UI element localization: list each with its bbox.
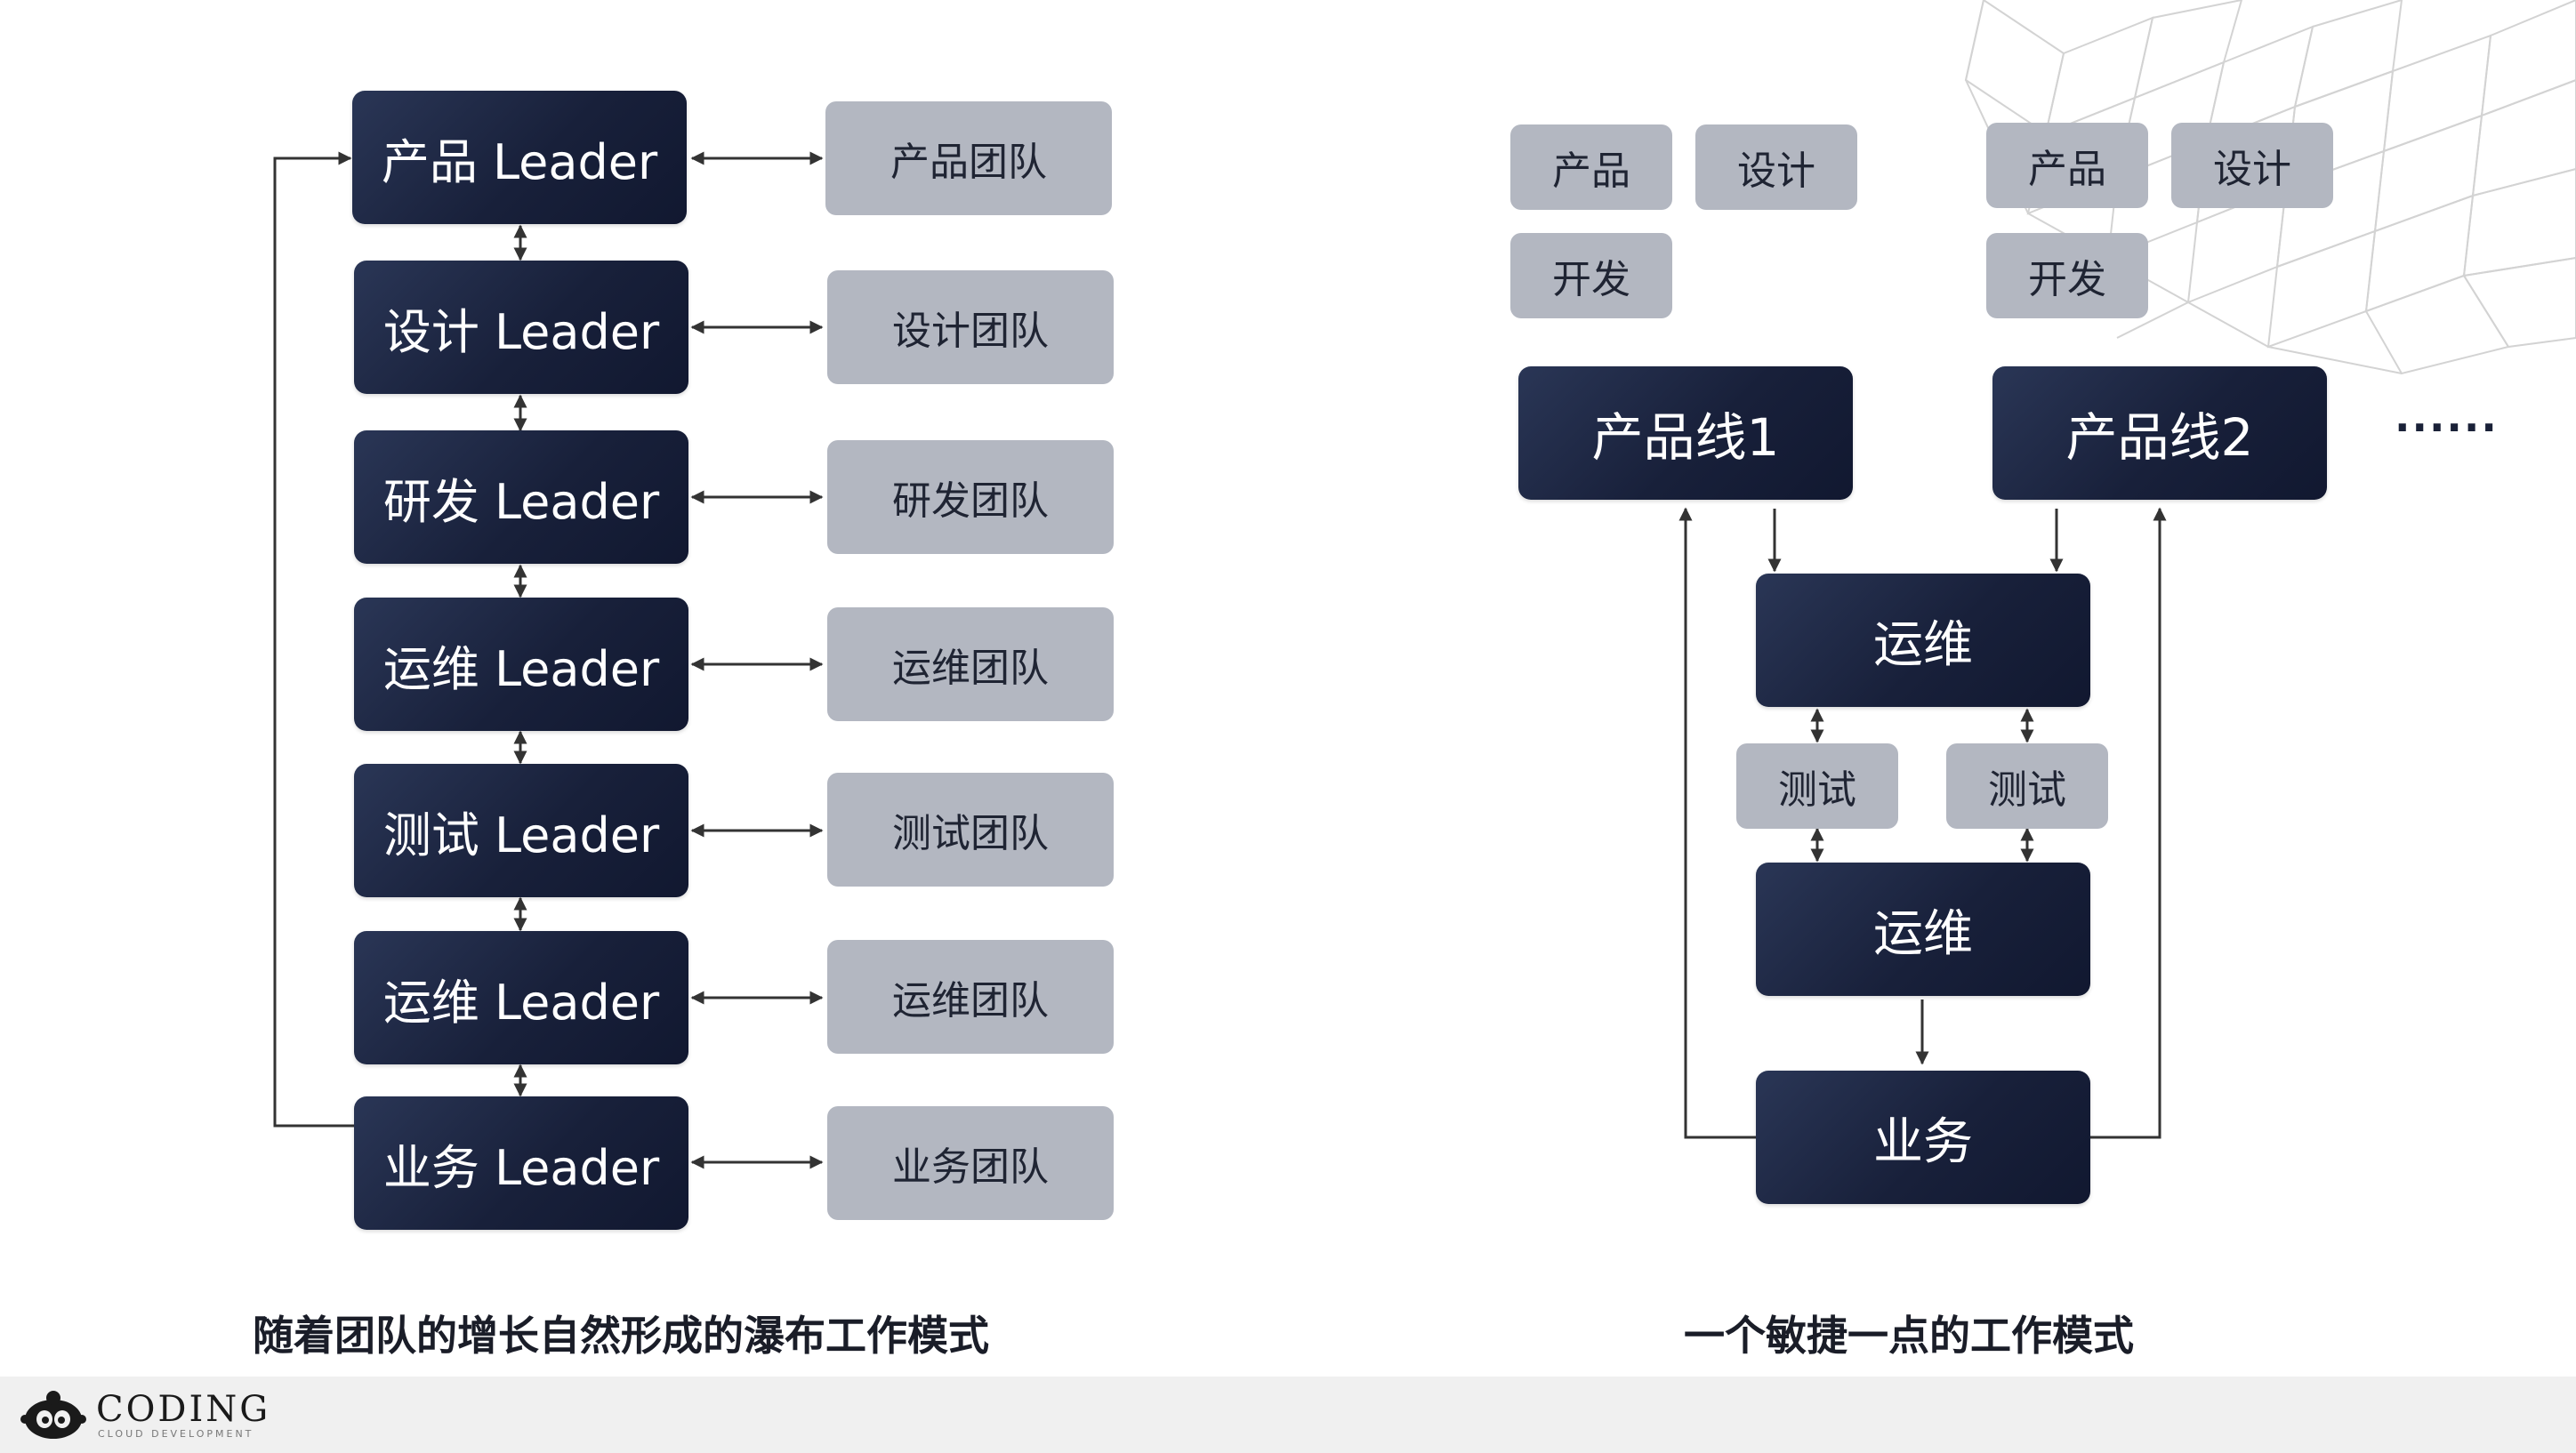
- ops-top: 运维: [1756, 574, 2090, 707]
- test-left-label: 测试: [1778, 767, 1856, 813]
- line1-role-dev: 开发: [1510, 233, 1672, 318]
- line2-role-design-label: 设计: [2213, 147, 2291, 192]
- leader-product: 产品 Leader: [352, 91, 687, 224]
- leader-test-label: 测试 Leader: [382, 807, 660, 863]
- ops-bottom-label: 运维: [1873, 904, 1973, 963]
- team-design: 设计团队: [827, 270, 1114, 384]
- team-ops-2-label: 运维团队: [892, 978, 1049, 1024]
- team-design-label: 设计团队: [892, 309, 1049, 354]
- business-box: 业务: [1756, 1071, 2090, 1204]
- leader-ops-1: 运维 Leader: [354, 598, 688, 731]
- team-product-label: 产品团队: [890, 140, 1047, 185]
- leader-ops-1-label: 运维 Leader: [382, 640, 660, 697]
- team-business-label: 业务团队: [892, 1144, 1049, 1190]
- leader-ops-2-label: 运维 Leader: [382, 974, 660, 1031]
- line1-role-dev-label: 开发: [1552, 257, 1630, 302]
- agile-caption: 一个敏捷一点的工作模式: [1684, 1312, 2134, 1360]
- leader-test: 测试 Leader: [354, 764, 688, 897]
- test-right-label: 测试: [1988, 767, 2066, 813]
- leader-business: 业务 Leader: [354, 1096, 688, 1230]
- product-line-1-label: 产品线1: [1591, 407, 1780, 468]
- line2-role-product: 产品: [1986, 123, 2148, 208]
- leader-design-label: 设计 Leader: [382, 303, 660, 360]
- connector-business-line2: [2090, 507, 2167, 1139]
- line2-role-dev: 开发: [1986, 233, 2148, 318]
- ops-top-label: 运维: [1873, 615, 1973, 674]
- leader-product-label: 产品 Leader: [381, 133, 658, 190]
- leader-ops-2: 运维 Leader: [354, 931, 688, 1064]
- line1-role-product: 产品: [1510, 124, 1672, 210]
- team-product: 产品团队: [825, 101, 1112, 215]
- more-product-lines: ......: [2395, 393, 2499, 441]
- product-line-2-label: 产品线2: [2065, 407, 2254, 468]
- leader-design: 设计 Leader: [354, 261, 688, 394]
- team-test-label: 测试团队: [892, 811, 1049, 856]
- team-dev-label: 研发团队: [892, 478, 1049, 524]
- business-box-label: 业务: [1873, 1112, 1973, 1171]
- connector-feedback-loop: [273, 151, 354, 1128]
- test-left: 测试: [1736, 743, 1898, 829]
- leader-dev: 研发 Leader: [354, 430, 688, 564]
- line1-role-design: 设计: [1695, 124, 1857, 210]
- team-ops-2: 运维团队: [827, 940, 1114, 1054]
- product-line-2: 产品线2: [1992, 366, 2327, 500]
- line2-role-dev-label: 开发: [2028, 257, 2106, 302]
- team-ops-1-label: 运维团队: [892, 646, 1049, 691]
- coding-monkey-logo-icon: [20, 1391, 86, 1439]
- team-test: 测试团队: [827, 773, 1114, 887]
- coding-logo-subtext: CLOUD DEVELOPMENT: [98, 1428, 254, 1440]
- waterfall-caption: 随着团队的增长自然形成的瀑布工作模式: [253, 1312, 989, 1360]
- team-dev: 研发团队: [827, 440, 1114, 554]
- line1-role-design-label: 设计: [1737, 149, 1815, 194]
- team-ops-1: 运维团队: [827, 607, 1114, 721]
- line1-role-product-label: 产品: [1552, 149, 1630, 194]
- footer-bar: CODING CLOUD DEVELOPMENT: [0, 1377, 2576, 1453]
- product-line-1: 产品线1: [1518, 366, 1853, 500]
- connector-business-line1: [1678, 507, 1757, 1139]
- line2-role-design: 设计: [2171, 123, 2333, 208]
- ops-bottom: 运维: [1756, 863, 2090, 996]
- test-right: 测试: [1946, 743, 2108, 829]
- team-business: 业务团队: [827, 1106, 1114, 1220]
- line2-role-product-label: 产品: [2028, 147, 2106, 192]
- coding-logo-text: CODING: [96, 1389, 271, 1430]
- leader-business-label: 业务 Leader: [382, 1139, 660, 1196]
- leader-dev-label: 研发 Leader: [382, 473, 660, 530]
